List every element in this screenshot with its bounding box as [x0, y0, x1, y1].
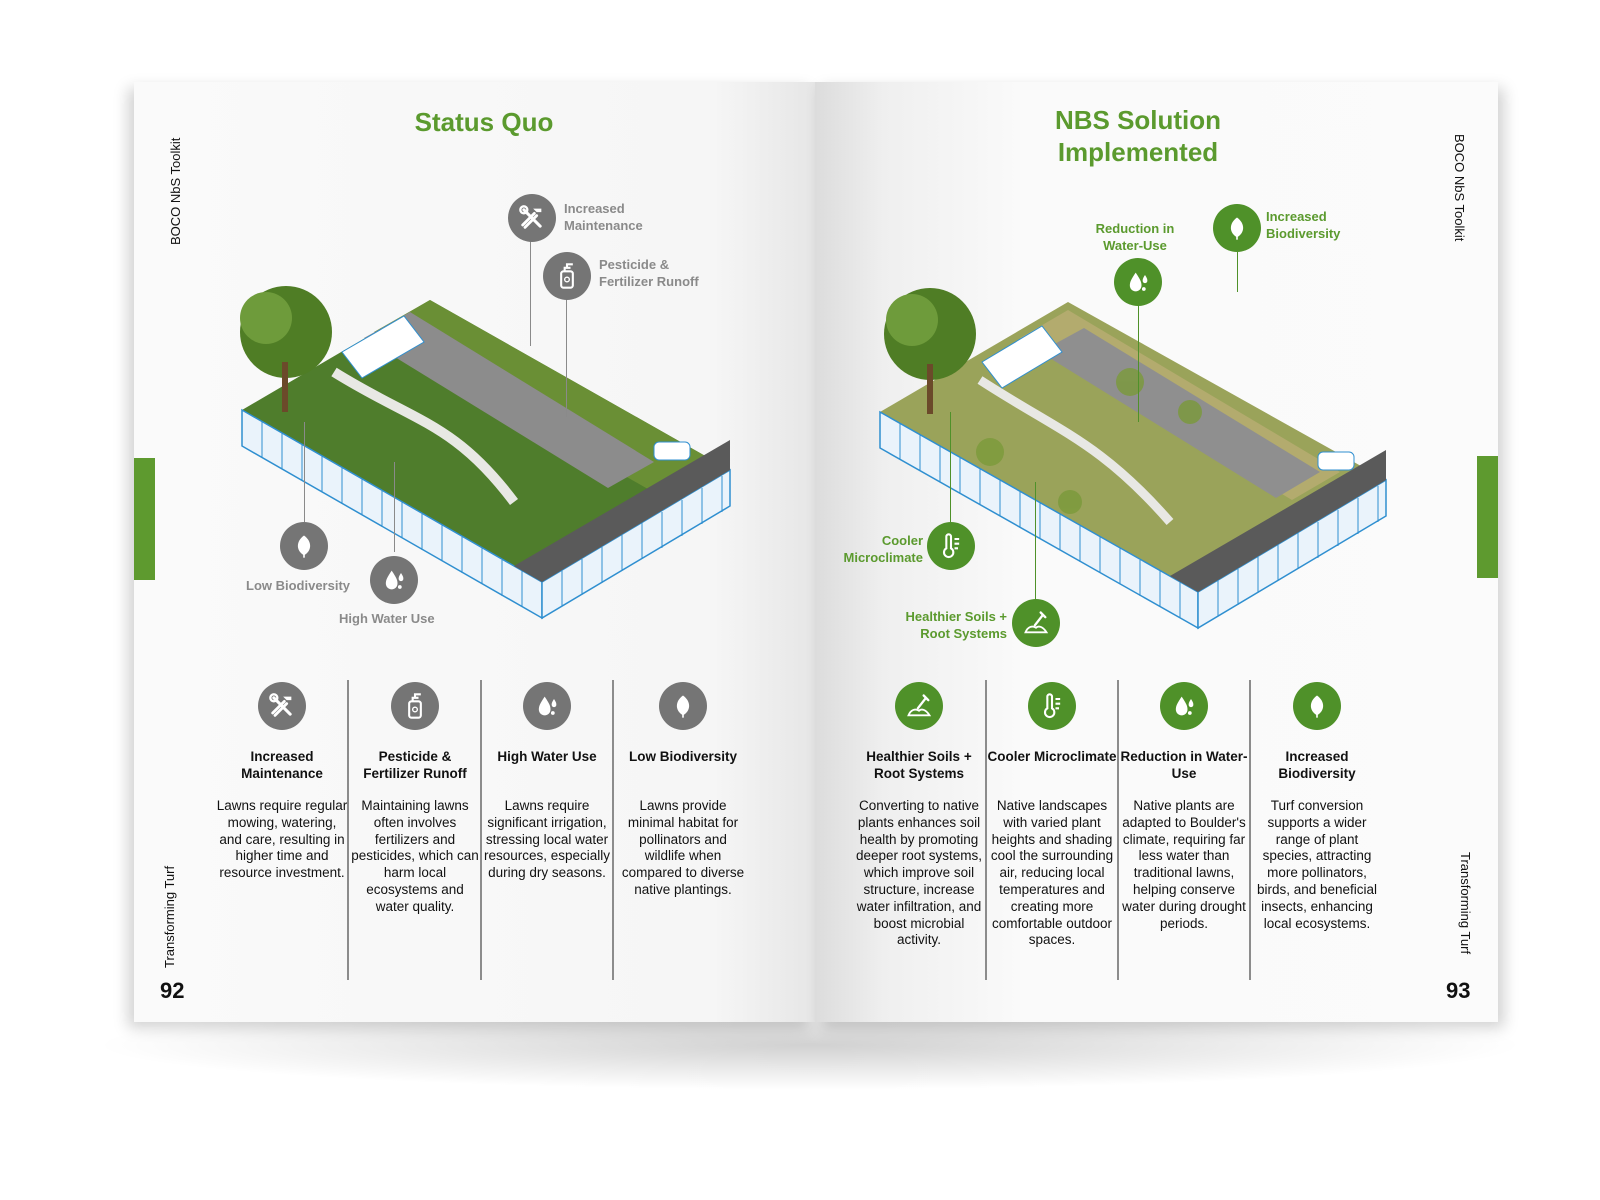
column-heading: Increased Biodiversity	[1278, 749, 1356, 781]
column-divider	[347, 680, 349, 980]
section-label: Transforming Turf	[162, 865, 177, 968]
callout-leader	[1138, 302, 1139, 422]
thermometer-icon	[1028, 682, 1076, 730]
callout-low-biodiversity: Low Biodiversity	[246, 578, 351, 593]
column-divider	[1117, 680, 1119, 980]
water-drops-icon	[523, 682, 571, 730]
column-heading: Healthier Soils + Root Systems	[866, 749, 972, 781]
callout-leader	[566, 282, 567, 417]
column-heading: Increased Maintenance	[241, 749, 323, 781]
callout-increased-maintenance: Increased Maintenance	[564, 201, 643, 233]
benefit-column: Reduction in Water-Use Native plants are…	[1118, 682, 1250, 932]
column-body: Lawns provide minimal habitat for pollin…	[621, 798, 745, 897]
column-body: Lawns require significant irrigation, st…	[483, 798, 611, 881]
page-number: 92	[160, 978, 185, 1003]
callout-increased-biodiversity: Increased Biodiversity	[1266, 209, 1341, 241]
status-quo-illustration	[240, 286, 731, 620]
callout-pesticide-runoff: Pesticide & Fertilizer Runoff	[599, 257, 699, 289]
impact-column: Pesticide & Fertilizer Runoff Maintainin…	[349, 682, 481, 916]
leaf-icon	[280, 522, 328, 570]
column-heading: Cooler Microclimate	[987, 749, 1117, 764]
callout-high-water-use: High Water Use	[339, 611, 435, 626]
column-divider	[1249, 680, 1251, 980]
running-header: BOCO NbS Toolkit	[1452, 134, 1467, 242]
benefit-column: Cooler Microclimate Native landscapes wi…	[986, 682, 1118, 949]
callout-healthier-soils: Healthier Soils + Root Systems	[905, 609, 1007, 641]
impact-column: High Water Use Lawns require significant…	[481, 682, 613, 882]
right-page: BOCO NbS Toolkit Transforming Turf 93 NB…	[815, 82, 1498, 1022]
column-divider	[985, 680, 987, 980]
running-header: BOCO NbS Toolkit	[168, 137, 183, 245]
water-drops-icon	[1114, 258, 1162, 306]
impact-column: Low Biodiversity Lawns provide minimal h…	[617, 682, 749, 899]
column-heading: Low Biodiversity	[628, 749, 738, 764]
tools-icon	[508, 194, 556, 242]
column-heading: High Water Use	[497, 749, 597, 764]
column-body: Native landscapes with varied plant heig…	[990, 798, 1114, 948]
benefit-column: Healthier Soils + Root Systems Convertin…	[853, 682, 985, 949]
callout-leader	[394, 462, 395, 552]
shovel-soil-icon	[895, 682, 943, 730]
column-body: Converting to native plants enhances soi…	[855, 798, 983, 948]
benefit-column: Increased Biodiversity Turf conversion s…	[1251, 682, 1383, 932]
water-drops-icon	[1160, 682, 1208, 730]
tools-icon	[258, 682, 306, 730]
column-body: Native plants are adapted to Boulder's c…	[1122, 798, 1246, 931]
nbs-illustration	[879, 288, 1387, 630]
water-drops-icon	[370, 556, 418, 604]
leaf-icon	[1213, 204, 1261, 252]
callout-leader	[1035, 482, 1036, 602]
page-title: Status Quo	[414, 107, 554, 137]
spray-bottle-icon	[543, 252, 591, 300]
impact-column: Increased Maintenance Lawns require regu…	[216, 682, 348, 882]
thermometer-icon	[927, 522, 975, 570]
section-tab	[134, 458, 155, 580]
section-tab	[1477, 456, 1498, 578]
left-page: BOCO NbS Toolkit Transforming Turf 92 St…	[134, 82, 815, 1022]
column-body: Turf conversion supports a wider range o…	[1256, 798, 1378, 931]
page-number: 93	[1446, 978, 1471, 1003]
column-divider	[612, 680, 614, 980]
column-body: Lawns require regular mowing, watering, …	[216, 798, 348, 881]
callout-leader	[304, 422, 305, 522]
page-title: NBS Solution Implemented	[1054, 105, 1222, 167]
shovel-soil-icon	[1012, 599, 1060, 647]
column-divider	[480, 680, 482, 980]
callout-reduction-water-use: Reduction in Water-Use	[1095, 221, 1175, 253]
leaf-icon	[659, 682, 707, 730]
column-heading: Pesticide & Fertilizer Runoff	[363, 749, 467, 781]
column-body: Maintaining lawns often involves fertili…	[351, 798, 479, 914]
callout-leader	[530, 226, 531, 346]
spray-bottle-icon	[391, 682, 439, 730]
callout-cooler-microclimate: Cooler Microclimate	[843, 533, 923, 565]
leaf-icon	[1293, 682, 1341, 730]
section-label: Transforming Turf	[1458, 852, 1473, 955]
callout-leader	[1237, 252, 1238, 292]
column-heading: Reduction in Water-Use	[1120, 749, 1248, 781]
callout-leader	[950, 412, 951, 522]
